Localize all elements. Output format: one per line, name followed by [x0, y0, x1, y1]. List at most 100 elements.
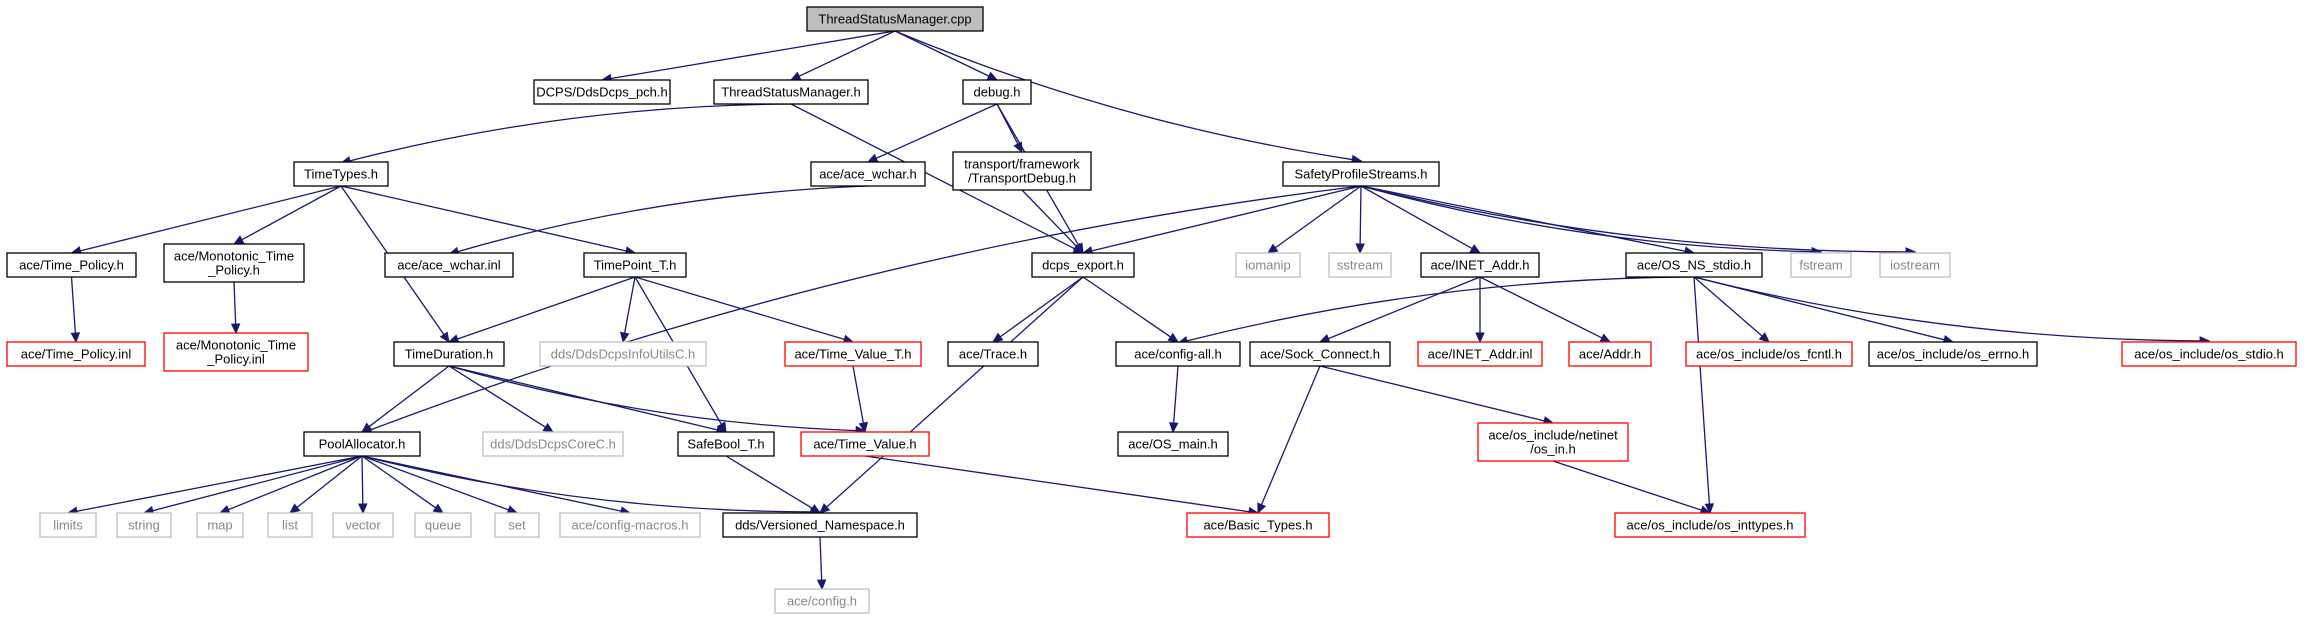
node-ace-time-value-h[interactable]: ace/Time_Value.h: [800, 431, 930, 457]
node-box: [332, 512, 394, 538]
edge-line: [1360, 185, 1686, 252]
node-box: [962, 79, 1032, 105]
edge-safety_profile_streams_h-to-dcps_export_h: [1081, 185, 1362, 256]
node-box: [1477, 422, 1629, 462]
arrowhead: [432, 503, 445, 514]
edge-line: [1552, 460, 1702, 511]
node-ace-os-main-h[interactable]: ace/OS_main.h: [1117, 431, 1229, 457]
node-label: ace/ace_wchar.inl: [397, 258, 500, 273]
node-box: [494, 512, 540, 538]
edge-line: [610, 30, 896, 80]
arrowhead: [439, 331, 450, 344]
edge-safebool_t_h-to-dds_versioned_namespace_h: [725, 455, 822, 514]
node-box: [677, 431, 775, 457]
edge-ace_os_ns_stdio_h-to-ace_os_include_os_inttypes_h: [1693, 276, 1715, 515]
edge-dds_versioned_namespace_h-to-ace_config_h: [816, 536, 827, 591]
edge-line: [1328, 276, 1481, 340]
node-ace-sock-connect-h[interactable]: ace/Sock_Connect.h: [1249, 341, 1391, 367]
edge-ace_os_ns_stdio_h-to-ace_os_include_os_fcntl_h: [1693, 276, 1770, 343]
edge-pool_allocator_h-to-limits: [66, 455, 363, 516]
arrowhead: [1475, 332, 1485, 344]
edge-line: [233, 281, 237, 325]
node-ace-monotonic-time-policy-h[interactable]: ace/Monotonic_Time_Policy.h: [163, 243, 305, 283]
node-ace-time-policy-h[interactable]: ace/Time_Policy.h: [6, 252, 137, 278]
node-dds-ddsdcpsinfoutilsc-h: dds/DdsDcpsInfoUtilsC.h: [539, 341, 707, 367]
edge-pool_allocator_h-to-set: [361, 455, 519, 515]
node-box: [722, 512, 918, 538]
node-label: ThreadStatusManager.h: [721, 85, 860, 100]
node-dcps-ddsdcps-pch-h[interactable]: DCPS/DdsDcps_pch.h: [533, 79, 671, 105]
node-label: DCPS/DdsDcps_pch.h: [536, 85, 668, 100]
node-ace-os-include-os-fcntl-h[interactable]: ace/os_include/os_fcntl.h: [1685, 341, 1853, 367]
edge-line: [798, 30, 896, 77]
node-box: [784, 341, 922, 367]
node-label: ace/Basic_Types.h: [1203, 518, 1312, 533]
node-time-duration-h[interactable]: TimeDuration.h: [393, 341, 505, 367]
arrowhead: [986, 71, 999, 81]
node-ace-os-include-os-inttypes-h[interactable]: ace/os_include/os_inttypes.h: [1614, 512, 1806, 538]
edge-line: [361, 455, 437, 509]
node-ace-time-policy-inl[interactable]: ace/Time_Policy.inl: [6, 341, 146, 367]
node-ace-os-include-netinet-os-in-h[interactable]: ace/os_include/netinet/os_in.h: [1477, 422, 1629, 462]
node-ace-os-include-os-errno-h[interactable]: ace/os_include/os_errno.h: [1868, 341, 2038, 367]
node-dds-versioned-namespace-h[interactable]: dds/Versioned_Namespace.h: [722, 512, 918, 538]
node-vector: vector: [332, 512, 394, 538]
node-debug-h[interactable]: debug.h: [962, 79, 1032, 105]
edge-line: [296, 455, 363, 508]
node-ace-inet-addr-h[interactable]: ace/INET_Addr.h: [1420, 252, 1540, 278]
node-label: ace/config-all.h: [1134, 347, 1221, 362]
node-label: ace/os_include/netinet: [1488, 428, 1618, 443]
node-thread-status-manager-h[interactable]: ThreadStatusManager.h: [713, 79, 869, 105]
edge-line: [80, 185, 342, 252]
arrowhead: [218, 505, 231, 514]
edge-dcps_export_h-to-dds_versioned_namespace_h: [819, 276, 1084, 514]
node-ace-inet-addr-inl[interactable]: ace/INET_Addr.inl: [1417, 341, 1543, 367]
node-label: dds/DdsDcpsInfoUtilsC.h: [551, 347, 696, 362]
arrowhead: [70, 332, 81, 344]
edge-line: [1260, 365, 1321, 505]
node-safebool-t-h[interactable]: SafeBool_T.h: [677, 431, 775, 457]
node-ace-wchar-h[interactable]: ace/ace_wchar.h: [810, 161, 926, 187]
edge-ace_time_value_t_h-to-ace_time_value_h: [852, 365, 868, 434]
edge-line: [76, 455, 363, 512]
node-pool-allocator-h[interactable]: PoolAllocator.h: [303, 431, 421, 457]
node-ace-monotonic-time-policy-inl[interactable]: ace/Monotonic_Time_Policy.inl: [163, 332, 309, 372]
edge-line: [361, 455, 364, 505]
edge-line: [819, 536, 823, 581]
node-ace-time-value-t-h[interactable]: ace/Time_Value_T.h: [784, 341, 922, 367]
edge-line: [448, 365, 718, 431]
node-safety-profile-streams-h[interactable]: SafetyProfileStreams.h: [1282, 161, 1440, 187]
node-label: vector: [345, 518, 381, 533]
edge-line: [1082, 276, 1171, 338]
node-ace-trace-h[interactable]: ace/Trace.h: [947, 341, 1039, 367]
node-transport-debug-h[interactable]: transport/framework/TransportDebug.h: [952, 151, 1092, 191]
node-sstream: sstream: [1328, 252, 1392, 278]
edge-debug_h-to-ace_wchar_h: [866, 103, 998, 163]
edge-ace_time_value_h-to-ace_basic_types_h: [864, 455, 1260, 517]
node-ace-config-all-h[interactable]: ace/config-all.h: [1115, 341, 1241, 367]
node-ace-os-ns-stdio-h[interactable]: ace/OS_NS_stdio.h: [1625, 252, 1763, 278]
edge-safety_profile_streams_h-to-ace_inet_addr_h: [1360, 185, 1482, 254]
node-box: [39, 512, 97, 538]
node-timepoint-t-h[interactable]: TimePoint_T.h: [583, 252, 687, 278]
edge-pool_allocator_h-to-queue: [361, 455, 445, 514]
node-box: [1417, 341, 1543, 367]
edge-timepoint_t_h-to-time_duration_h: [447, 276, 636, 344]
node-box: [539, 341, 707, 367]
arrowhead: [1257, 502, 1267, 515]
arrowhead: [858, 421, 868, 434]
node-ace-basic-types-h[interactable]: ace/Basic_Types.h: [1186, 512, 1330, 538]
edge-ace_monotonic_time_policy_h-to-ace_monotonic_time_policy_inl: [230, 281, 241, 335]
edge-line: [1360, 185, 1907, 253]
edge-pool_allocator_h-to-list: [289, 455, 363, 514]
node-time-types-h[interactable]: TimeTypes.h: [293, 161, 389, 187]
node-ace-os-include-os-stdio-h[interactable]: ace/os_include/os_stdio.h: [2121, 341, 2297, 367]
arrowhead: [1267, 243, 1279, 254]
node-ace-addr-h[interactable]: ace/Addr.h: [1568, 341, 1652, 367]
edge-thread_status_manager_cpp-to-debug_h: [894, 30, 999, 81]
node-ace-wchar-inl[interactable]: ace/ace_wchar.inl: [384, 252, 514, 278]
node-label: ace/Sock_Connect.h: [1260, 347, 1380, 362]
node-thread-status-manager-cpp[interactable]: ThreadStatusManager.cpp: [806, 6, 984, 32]
node-box: [163, 332, 309, 372]
node-dcps-export-h[interactable]: dcps_export.h: [1031, 252, 1135, 278]
